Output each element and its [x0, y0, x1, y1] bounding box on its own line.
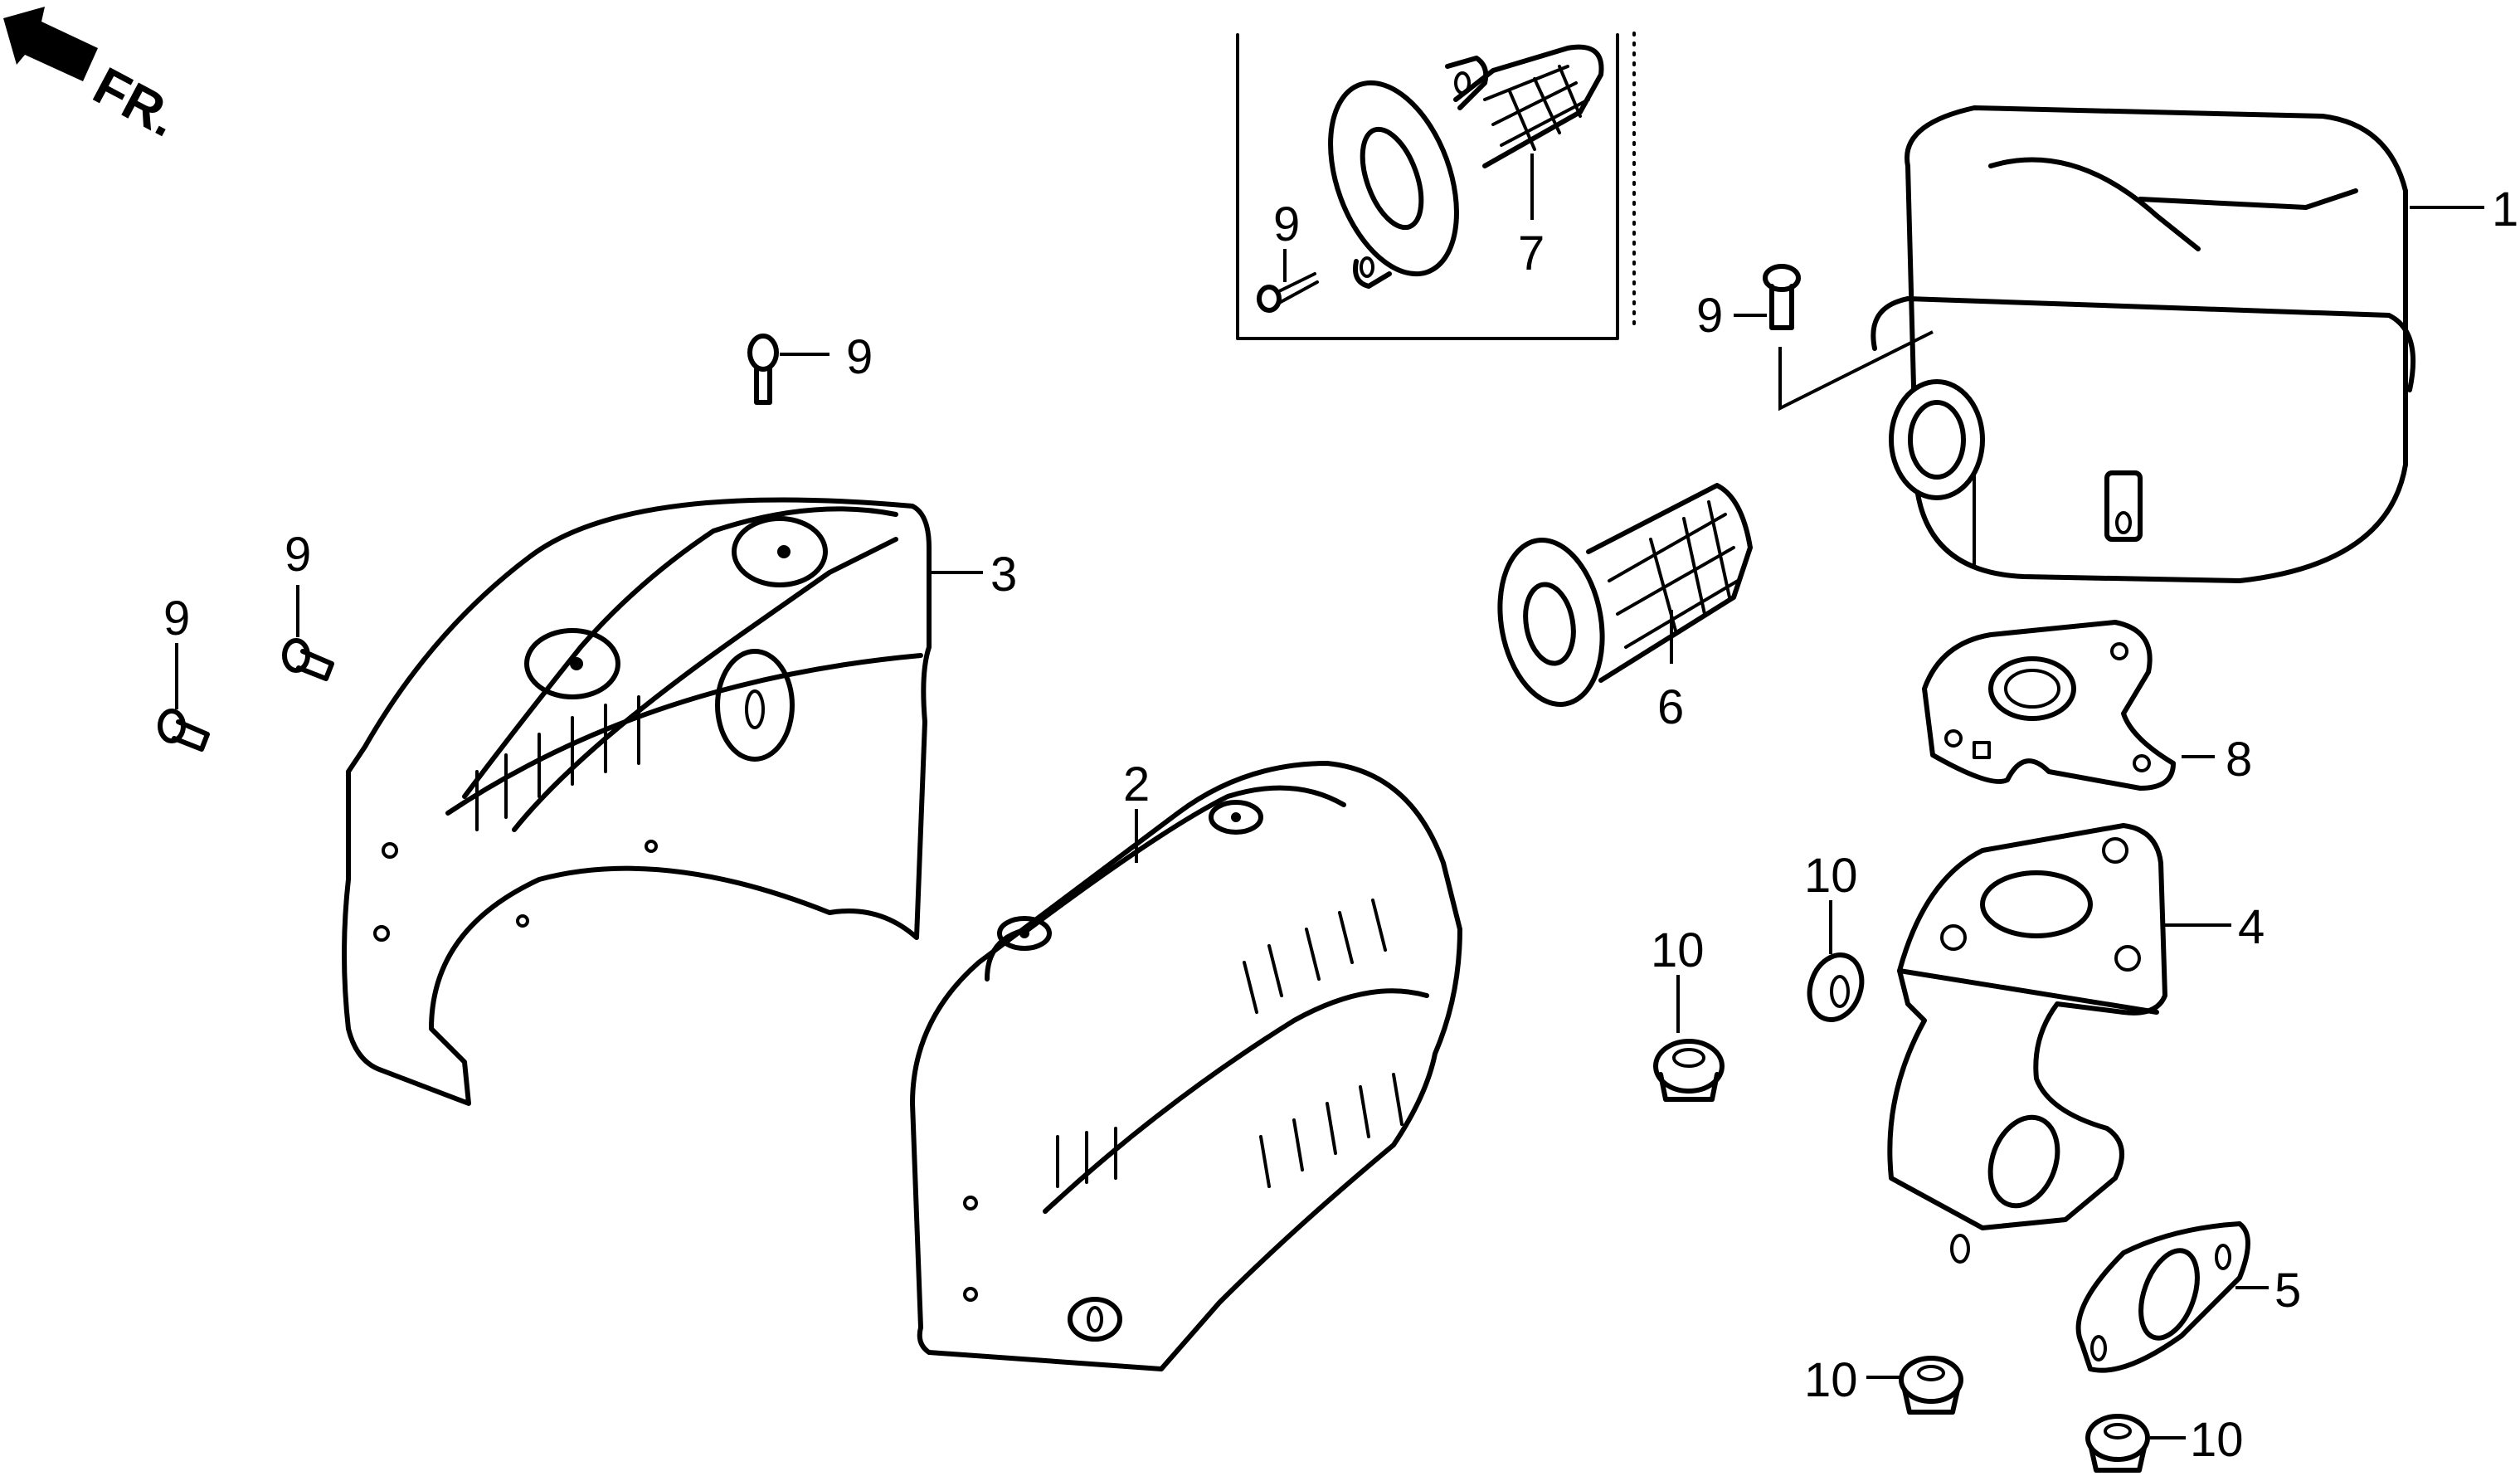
inset-box-part-7: 7 9 [1236, 33, 1619, 340]
part-4-exhaust-joint [1887, 823, 2167, 1264]
callout-nut-c: 10 [1804, 1353, 1858, 1407]
nut-icon [1653, 1039, 1725, 1102]
part-2-protector [910, 761, 1462, 1371]
part-3-protector [342, 497, 932, 1106]
front-direction-indicator: FR. [3, 7, 187, 149]
callout-part-2: 2 [1123, 757, 1150, 811]
part-5-gasket [2075, 1221, 2250, 1373]
callout-screw-inset: 9 [1273, 197, 1300, 251]
part-6-screen [1497, 483, 1753, 708]
callout-screw-left: 9 [163, 592, 190, 645]
callout-nut-a: 10 [1804, 849, 1858, 903]
callout-screw-mid: 9 [285, 528, 311, 582]
part-1-muffler [1871, 105, 2416, 583]
callout-part-1: 1 [2492, 183, 2518, 236]
callout-nut-d: 10 [2190, 1413, 2244, 1467]
nut-icon [2085, 1414, 2150, 1473]
screw-icon [1763, 264, 1801, 330]
nut-icon [1807, 952, 1865, 1022]
screw-icon [1257, 272, 1319, 313]
front-arrow-icon [3, 7, 98, 81]
callout-nut-b: 10 [1651, 923, 1705, 977]
callout-part-8: 8 [2226, 733, 2252, 787]
front-label: FR. [84, 56, 187, 149]
callout-part-7: 7 [1518, 227, 1545, 280]
part-7-drawing [1328, 44, 1604, 289]
callout-part-4: 4 [2238, 900, 2265, 954]
screw-icon [158, 709, 210, 752]
callout-screw-muffler: 9 [1696, 289, 1723, 343]
nut-icon [1899, 1356, 1963, 1415]
callout-part-3: 3 [990, 548, 1017, 602]
callout-part-5: 5 [2274, 1264, 2301, 1318]
part-8-gasket [1922, 620, 2176, 791]
screw-icon [747, 334, 779, 405]
screw-icon [282, 638, 334, 681]
callout-part-6: 6 [1657, 680, 1684, 734]
callout-screw-top: 9 [846, 330, 873, 384]
